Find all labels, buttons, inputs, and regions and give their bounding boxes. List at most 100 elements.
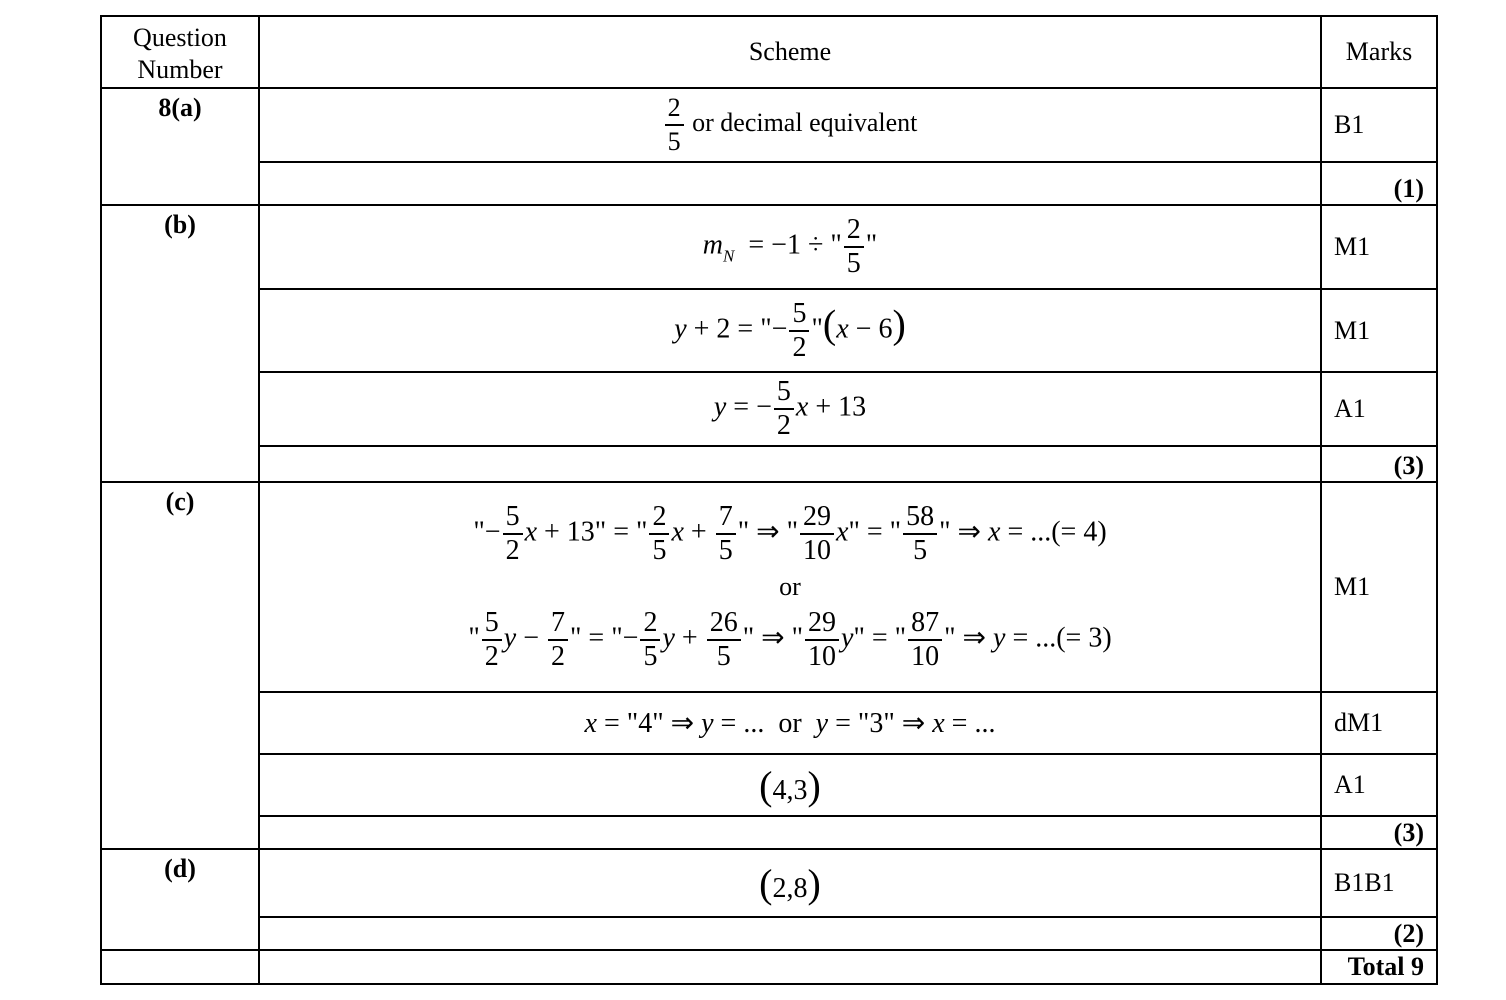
variable: x [836, 516, 849, 548]
variable: x [932, 708, 945, 740]
denominator: 10 [908, 639, 943, 673]
mark-8c-3: A1 [1320, 753, 1438, 817]
denominator: 2 [481, 639, 502, 673]
math-text: − 6 [848, 312, 893, 344]
math-text: + 13 [808, 391, 867, 423]
math-text: = −1 ÷ " [734, 229, 842, 261]
numerator: 58 [906, 501, 935, 532]
denominator: 5 [903, 533, 938, 567]
bracket: ) [807, 762, 821, 808]
variable: y [701, 708, 714, 740]
variable: y [713, 391, 727, 423]
question-label-8c: (c) [100, 481, 260, 850]
math-text: " ⇒ " [737, 516, 799, 548]
math-text: " [811, 312, 823, 344]
numerator: 2 [643, 607, 658, 638]
subtotal-8b: (3) [1320, 445, 1438, 483]
mark-8c-2: dM1 [1320, 691, 1438, 755]
math-text: " [865, 229, 878, 261]
math-text: 4,3 [772, 774, 808, 806]
scheme-8c-line3: (4,3) [759, 762, 821, 809]
scheme-8c-line2: x = "4" ⇒ y = ... or y = "3" ⇒ x = ... [585, 706, 996, 740]
question-label-8a: 8(a) [100, 87, 260, 206]
math-text: = "3" ⇒ [828, 708, 933, 740]
scheme-8d-line1: (2,8) [759, 860, 821, 907]
math-text: "− [473, 516, 501, 548]
denominator: 2 [773, 408, 794, 442]
math-text: " ⇒ [939, 516, 988, 548]
denominator: 5 [843, 246, 864, 280]
variable: y [662, 622, 675, 654]
mark-8b-3: A1 [1320, 371, 1438, 447]
math-text: = ...(= 4) [1000, 516, 1107, 548]
subtotal-8a: (1) [1320, 161, 1438, 206]
variable: x [584, 708, 597, 740]
math-text: " = "− [570, 622, 639, 654]
math-text: = ... [944, 708, 996, 740]
bracket: ( [759, 860, 773, 906]
math-text: " = " [853, 622, 907, 654]
mark-8a-1: B1 [1320, 87, 1438, 163]
mark-8b-1: M1 [1320, 204, 1438, 290]
variable: y [674, 312, 687, 344]
numerator: 29 [808, 607, 837, 638]
bracket: ) [892, 300, 906, 346]
variable: x [671, 516, 684, 548]
total-marks: Total 9 [1320, 949, 1438, 985]
math-text: − [516, 622, 546, 654]
numerator: 2 [846, 214, 861, 245]
math-text: " = " [848, 516, 902, 548]
variable: y [503, 622, 517, 654]
mark-8d-1: B1B1 [1320, 848, 1438, 918]
variable: y [841, 622, 854, 654]
numerator: 2 [667, 93, 681, 122]
denominator: 5 [640, 639, 661, 673]
denominator: 5 [649, 533, 670, 567]
denominator: 5 [664, 124, 684, 158]
variable: y [993, 622, 1006, 654]
bracket: ( [759, 762, 773, 808]
numerator: 7 [718, 501, 733, 532]
math-text: = ...(= 3) [1005, 622, 1112, 654]
numerator: 29 [803, 501, 832, 532]
header-question-number: Question Number [100, 15, 260, 89]
numerator: 5 [776, 376, 791, 407]
numerator: 7 [551, 607, 565, 638]
subtotal-8d: (2) [1320, 916, 1438, 951]
scheme-8c-or: or [779, 572, 801, 601]
numerator: 5 [484, 607, 499, 638]
denominator: 5 [715, 533, 736, 567]
math-text: or decimal equivalent [685, 107, 918, 137]
math-text: " ⇒ " [742, 622, 804, 654]
math-text: = ... or [713, 708, 816, 740]
subtotal-8c: (3) [1320, 815, 1438, 850]
numerator: 5 [505, 501, 520, 532]
variable: y [815, 708, 829, 740]
mark-8c-1: M1 [1320, 481, 1438, 693]
math-text: + 13" = " [537, 516, 648, 548]
math-text: = − [726, 391, 772, 423]
header-scheme: Scheme [258, 15, 1322, 89]
header-marks: Marks [1320, 15, 1438, 89]
variable: x [795, 391, 809, 423]
math-text: + [683, 516, 714, 548]
math-text: = "4" ⇒ [596, 708, 702, 740]
math-text: + [674, 622, 705, 654]
math-text: 2,8 [772, 872, 808, 904]
variable: x [524, 516, 537, 548]
variable: x [988, 516, 1001, 548]
